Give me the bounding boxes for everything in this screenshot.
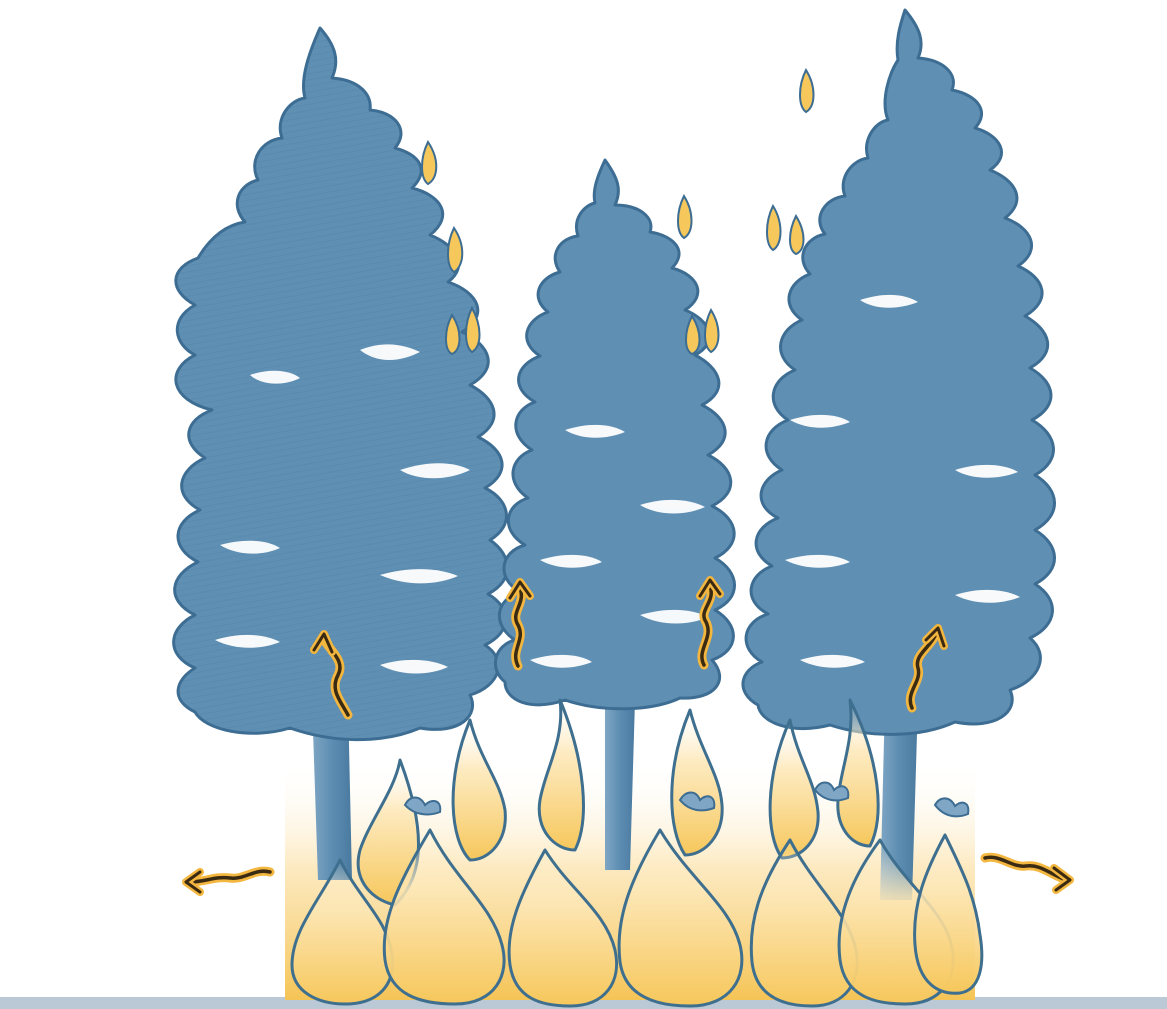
right-tree-canopy-flames (767, 70, 814, 254)
flame-icon (800, 70, 814, 112)
flame-icon (539, 700, 583, 850)
heat-arrow-spread-right (985, 857, 1070, 890)
flame-icon (672, 710, 722, 855)
flame-icon (790, 216, 804, 254)
heat-arrow-spread-left (186, 871, 270, 892)
flame-icon (705, 310, 719, 352)
flame-icon (770, 720, 818, 858)
flame-icon (767, 206, 781, 250)
flame-icon (422, 142, 436, 184)
middle-tree-trunk (605, 700, 635, 870)
flame-icon (448, 228, 462, 272)
flame-icon (453, 720, 505, 860)
flame-icon (678, 196, 692, 238)
right-tree-canopy (743, 10, 1055, 734)
